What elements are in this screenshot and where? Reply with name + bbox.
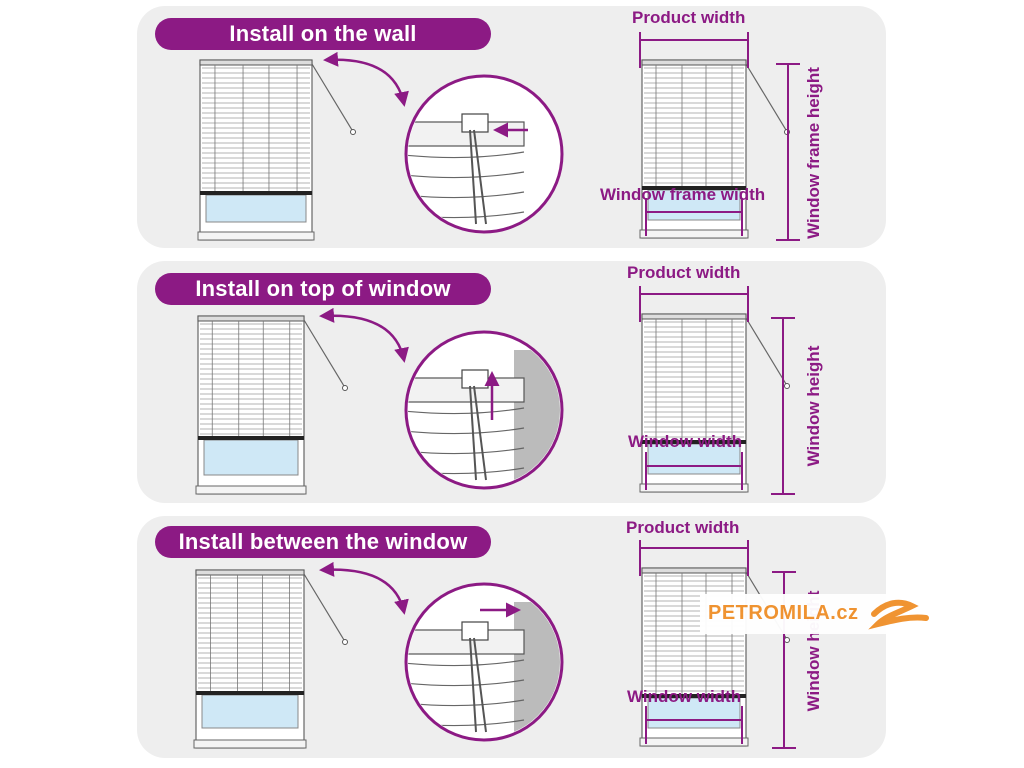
section3-right-illustration <box>639 567 790 747</box>
section2-zoom-content <box>394 350 560 494</box>
section3-cord-detail <box>473 637 487 733</box>
section1-blind <box>197 59 356 241</box>
section1-slat-detail <box>394 232 524 238</box>
section1-cord-detail <box>469 129 477 225</box>
section1-bracket <box>461 113 489 133</box>
section2-sill <box>195 485 307 495</box>
section1-bottom-rail <box>200 191 312 195</box>
section2-slat-detail <box>408 407 525 415</box>
section2-right-wand <box>745 317 787 385</box>
brand-logo-text: PETROMILA.cz <box>708 602 859 624</box>
section1-slat-detail <box>408 151 525 159</box>
section2-right-bottom-rail <box>642 440 746 444</box>
section2-blind <box>195 315 348 495</box>
section2-right-blind <box>639 313 790 493</box>
section2-right-illustration <box>639 313 790 493</box>
section3-right-sill <box>639 737 749 747</box>
product-width-label-between: Product width <box>626 518 740 537</box>
product-width-label-wall: Product width <box>632 8 746 27</box>
frame-width-label-between: Window width <box>627 687 742 706</box>
section2-measurement <box>639 286 795 495</box>
section1-sill <box>197 231 315 241</box>
section-title-top: Install on top of window <box>155 273 491 305</box>
section2-pointer-arrow <box>319 307 409 363</box>
section1-right-wand <box>745 63 787 131</box>
section2-wand <box>303 319 345 387</box>
section3-wand <box>303 573 345 641</box>
height-label-top: Window height <box>804 345 823 467</box>
section2-slat-detail <box>394 488 524 494</box>
section1-headrail <box>199 59 313 66</box>
height-label-between: Window height <box>804 590 823 712</box>
section3-bracket <box>461 621 489 641</box>
section2-cord-detail <box>469 385 477 481</box>
section3-detail-zoom <box>394 582 564 746</box>
section2-right-sill <box>639 483 749 493</box>
section2-wall <box>514 350 560 486</box>
section3-cord-detail <box>469 637 477 733</box>
section3-bottom-rail <box>196 691 304 695</box>
section2-headrail <box>197 315 305 322</box>
section1-right-illustration <box>639 59 790 239</box>
section1-zoom-circle <box>404 74 564 234</box>
section1-right-headrail <box>641 59 747 66</box>
section2-detail-zoom <box>394 330 564 494</box>
orange-swirl-icon <box>868 599 929 630</box>
section3-pointer-arrow <box>319 561 409 615</box>
section3-glass <box>201 694 299 729</box>
brand-logo: PETROMILA.cz <box>700 594 940 634</box>
section1-right-glass <box>647 189 741 221</box>
section1-glass <box>205 194 307 223</box>
section3-right-blind <box>639 567 790 747</box>
section1-right-bottom-rail <box>642 186 746 190</box>
section3-right-headrail <box>641 567 747 574</box>
section1-wand-tip <box>350 129 356 135</box>
section1-cord-detail <box>473 129 487 225</box>
section3-blind <box>193 569 348 749</box>
section1-pointer-arrow <box>323 51 409 107</box>
section2-right-glass <box>647 443 741 475</box>
section2-glass <box>203 439 299 476</box>
section3-right-bottom-rail <box>642 694 746 698</box>
frame-width-label-wall: Window frame width <box>600 185 766 204</box>
section3-wall <box>514 602 560 738</box>
section-title-between: Install between the window <box>155 526 491 558</box>
section3-sill <box>193 739 307 749</box>
section2-cord-detail <box>473 385 487 481</box>
frame-width-label-top: Window width <box>628 432 743 451</box>
section-title-wall: Install on the wall <box>155 18 491 50</box>
section1-detail-zoom <box>394 74 564 238</box>
height-label-wall: Window frame height <box>804 67 823 239</box>
section3-slat-detail <box>394 740 524 746</box>
section2-bracket <box>461 369 489 389</box>
product-width-label-top: Product width <box>627 263 741 282</box>
section1-right-blind <box>639 59 790 239</box>
section2-right-headrail <box>641 313 747 320</box>
section1-wand <box>311 63 353 131</box>
section3-wand-tip <box>342 639 348 645</box>
section2-bottom-rail <box>198 436 304 440</box>
section1-right-sill <box>639 229 749 239</box>
section3-right-wand-tip <box>784 637 790 643</box>
section3-headrail <box>195 569 305 576</box>
section1-measurement <box>639 32 800 241</box>
section2-wand-tip <box>342 385 348 391</box>
section3-slat-detail <box>408 659 525 667</box>
section2-right-wand-tip <box>784 383 790 389</box>
